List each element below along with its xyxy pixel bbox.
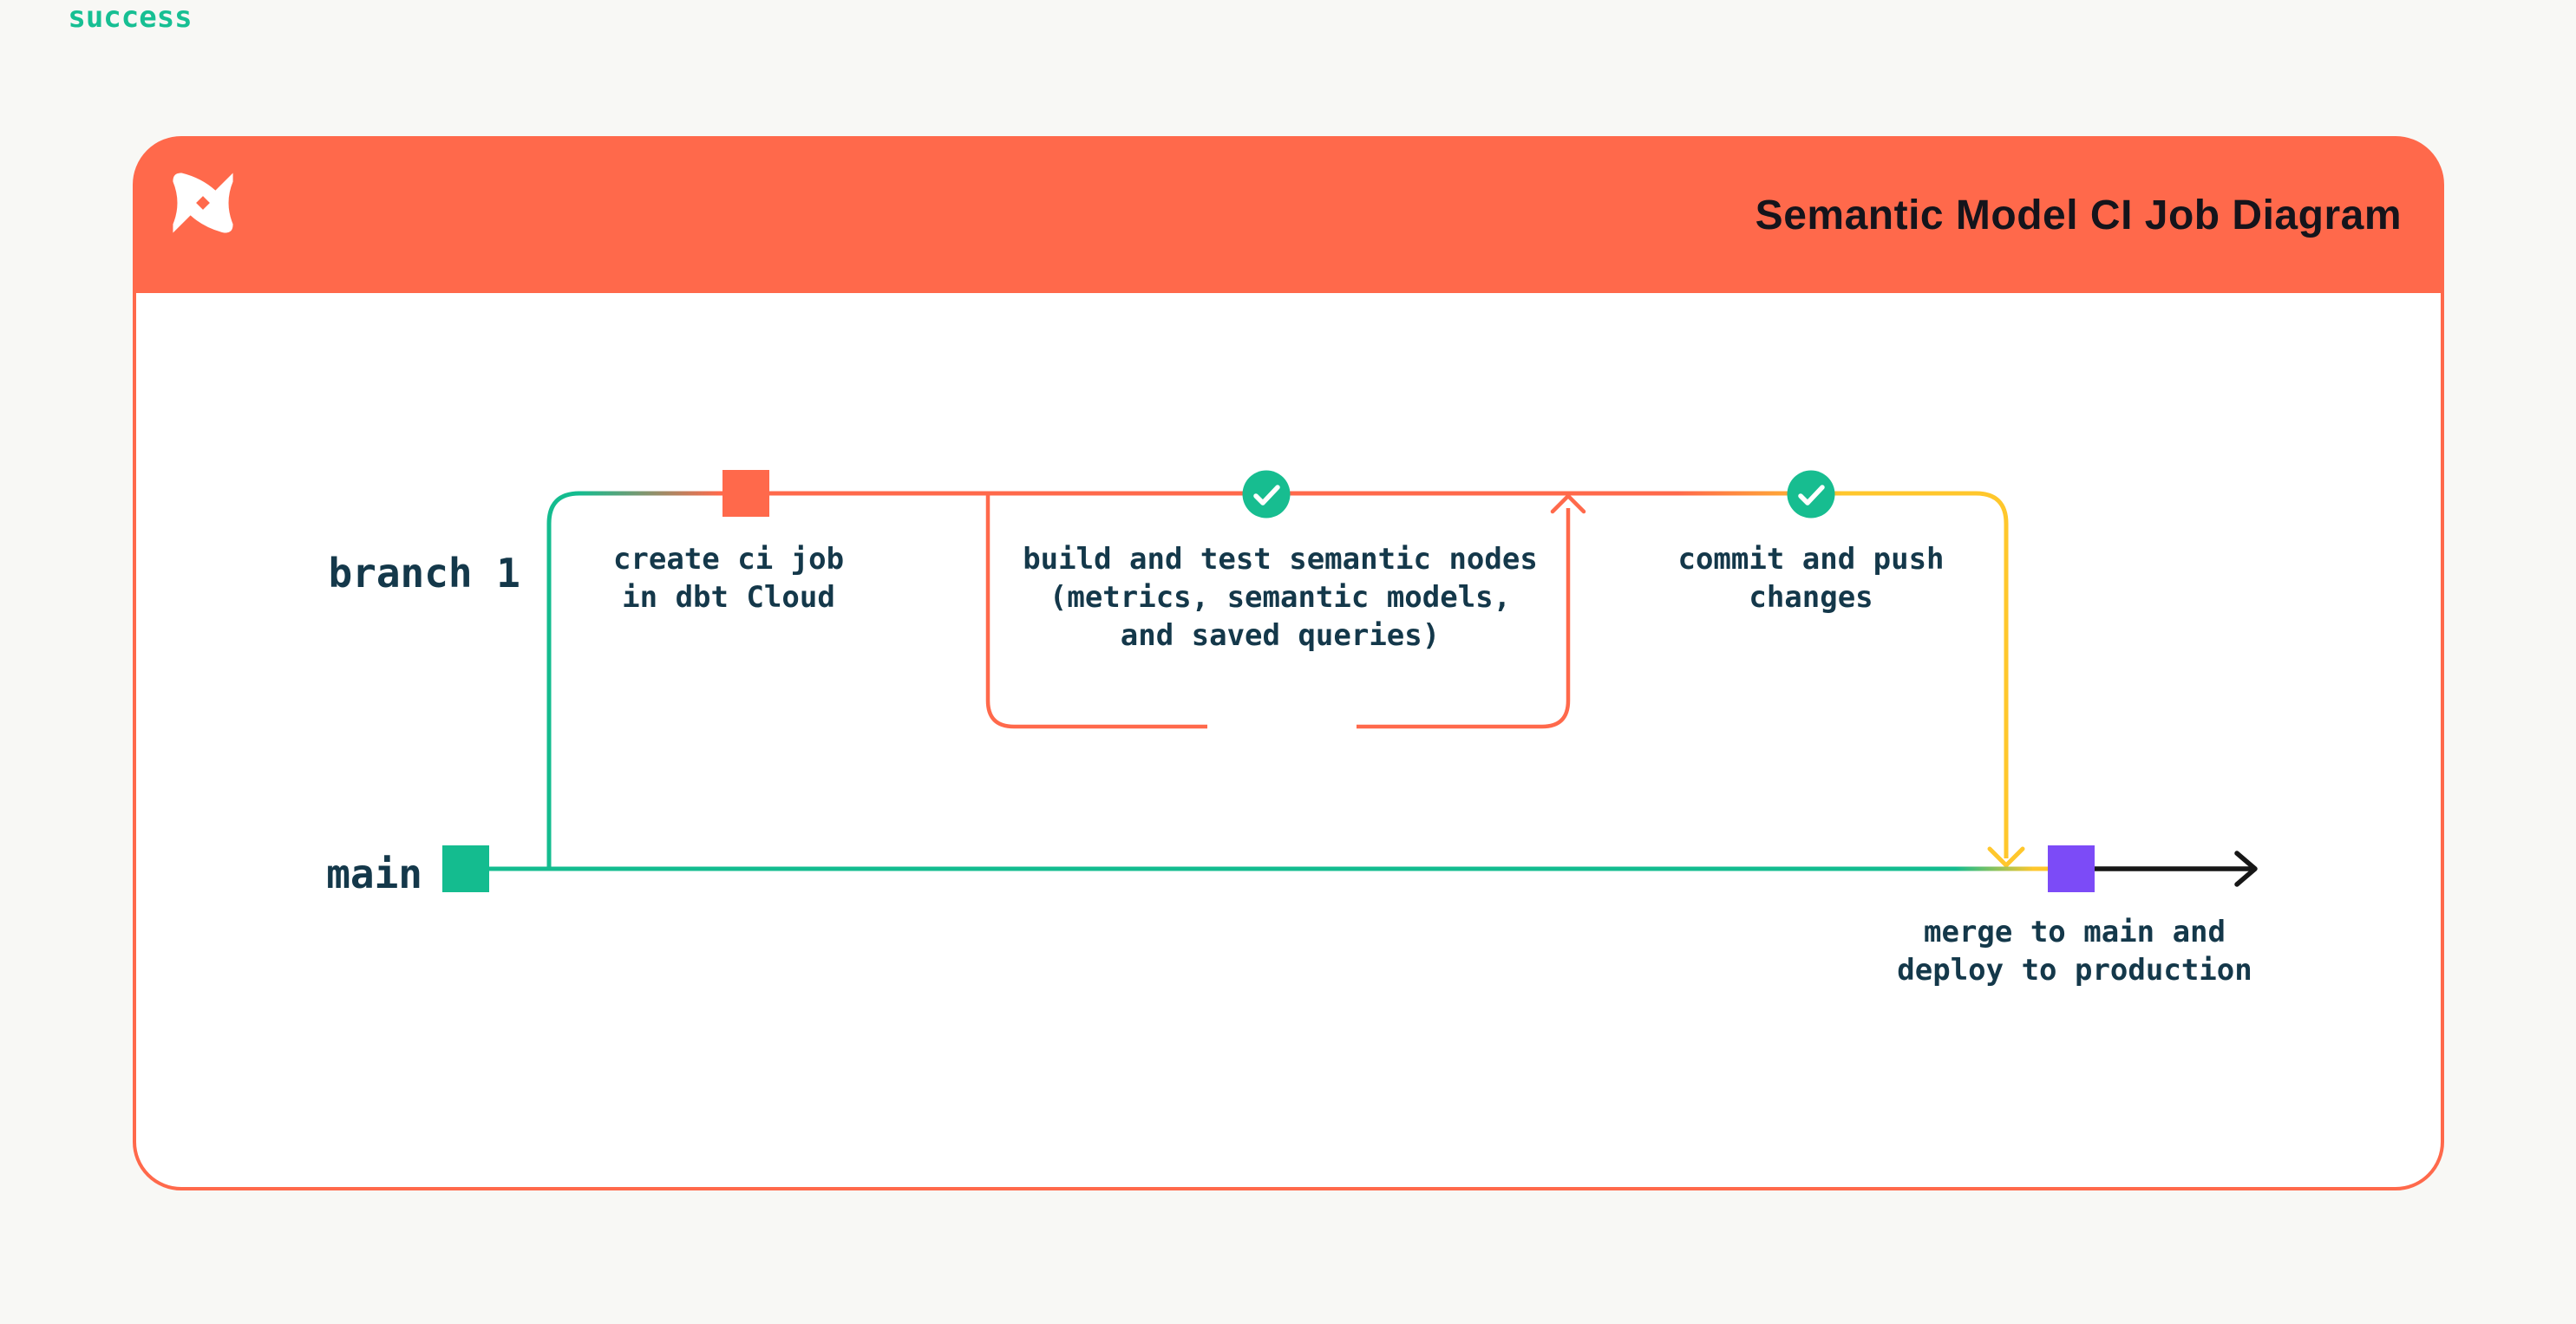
branch-line-green-segment	[546, 491, 580, 869]
deploy-arrowhead-icon	[2234, 851, 2258, 887]
success-loop-left	[985, 495, 1207, 729]
step-create-ci-job-text: create ci job in dbt Cloud	[612, 542, 845, 615]
branch-label: branch 1	[328, 550, 520, 597]
success-label: success	[68, 0, 193, 35]
step-merge-deploy-text: merge to main and deploy to production	[1897, 915, 2252, 988]
step-build-test-text: build and test semantic nodes (metrics, …	[1023, 542, 1538, 653]
success-loop-right	[1357, 508, 1571, 729]
check-icon	[1787, 470, 1835, 519]
card-header: Semantic Model CI Job Diagram	[135, 139, 2442, 293]
page: Semantic Model CI Job Diagram	[0, 0, 2576, 1190]
diagram-card: Semantic Model CI Job Diagram	[133, 136, 2444, 1190]
branch-line-yellow-segment	[1841, 491, 2009, 858]
merge-arrowhead-icon	[1987, 846, 2025, 868]
commit-node-create-ci	[722, 470, 769, 517]
dbt-logo-icon	[172, 172, 234, 234]
commit-node-main-start	[442, 845, 489, 892]
commit-node-merge	[2048, 845, 2095, 892]
page-title: Semantic Model CI Job Diagram	[1755, 192, 2402, 238]
step-commit-push-text: commit and push changes	[1677, 542, 1945, 615]
check-icon	[1242, 470, 1291, 519]
main-label: main	[326, 851, 422, 897]
success-loop-arrowhead-icon	[1550, 493, 1586, 514]
